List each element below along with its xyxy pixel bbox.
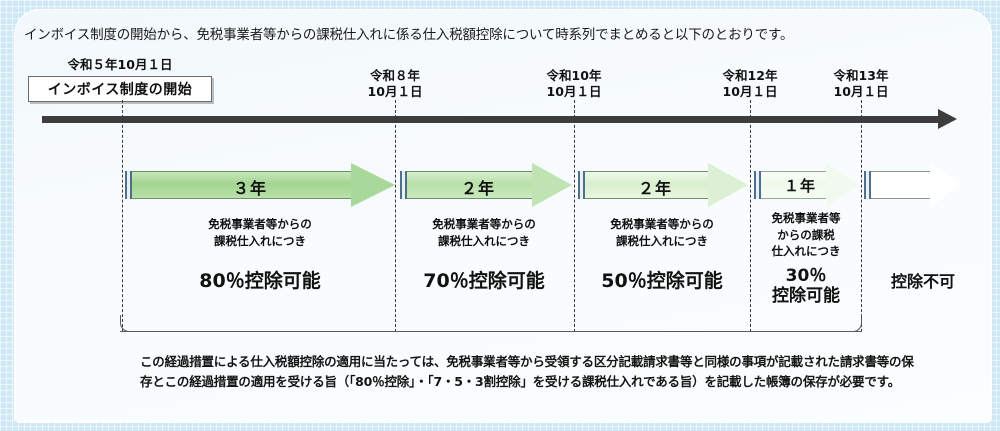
- segment-rate-1: 80％控除可能: [160, 270, 360, 293]
- milestone-day-2: 10月１日: [546, 83, 602, 99]
- segment-arrow-body-2: [400, 171, 534, 199]
- segment-arrow-4: １年: [754, 163, 860, 207]
- milestone-label-3: 令和12年 10月１日: [707, 68, 793, 99]
- guide-line-3: [750, 100, 751, 332]
- segment-arrow-tail-3: [578, 171, 585, 199]
- transition-period-bracket: [120, 306, 862, 332]
- segment-arrow-3: ２年: [578, 163, 748, 207]
- segment-desc-2: 免税事業者等からの 課税仕入れにつき: [396, 216, 572, 249]
- start-date-label: 令和５年10月１日: [67, 57, 173, 72]
- segment-rate-3: 50％控除可能: [574, 270, 750, 293]
- guide-line-start: [122, 100, 123, 332]
- segment-desc-1: 免税事業者等からの 課税仕入れにつき: [160, 216, 360, 249]
- segment-arrow-body-4: [754, 171, 828, 199]
- milestone-year-2: 令和10年: [546, 68, 602, 83]
- start-marker-box: インボイス制度の開始: [28, 76, 212, 102]
- guide-line-2: [574, 100, 575, 332]
- milestone-year-4: 令和13年: [833, 68, 889, 83]
- segment-arrow-tail-4: [754, 171, 761, 199]
- segment-desc-2-line1: 免税事業者等からの: [432, 217, 536, 231]
- milestone-year-3: 令和12年: [722, 68, 778, 83]
- milestone-label-4: 令和13年 10月１日: [818, 68, 904, 99]
- segment-arrow-tip-1: [351, 163, 395, 207]
- segment-arrow-tip-4: [826, 163, 858, 207]
- segment-rate-5: 控除不可: [864, 272, 982, 291]
- segment-desc-4-line3: 仕入れにつき: [771, 244, 841, 259]
- bracket-left-corner: [120, 315, 135, 332]
- segment-desc-1-line2: 課税仕入れにつき: [214, 233, 306, 248]
- milestone-day-1: 10月１日: [367, 83, 423, 99]
- segment-rate-3-line1: 50％控除可能: [601, 270, 723, 292]
- segment-rate-1-line1: 80％控除可能: [199, 270, 321, 292]
- segment-rate-5-line1: 控除不可: [890, 272, 955, 291]
- intro-text: インボイス制度の開始から、免税事業者等からの課税仕入れに係る仕入税額控除について…: [24, 27, 794, 43]
- milestone-day-4: 10月１日: [833, 83, 889, 99]
- segment-rate-4-line2: 控除可能: [772, 286, 840, 307]
- guide-line-4: [861, 100, 862, 332]
- timeline-axis: [42, 116, 942, 123]
- footnote-text: この経過措置による仕入税額控除の適用に当たっては、免税事業者等から受領する区分記…: [140, 352, 970, 393]
- segment-rate-2-line1: 70％控除可能: [423, 270, 545, 292]
- segment-arrow-body-5: [864, 171, 932, 199]
- bracket-line: [120, 331, 862, 332]
- milestone-year-1: 令和８年: [369, 68, 420, 83]
- segment-duration-1: ３年: [232, 179, 267, 198]
- segment-arrow-2: ２年: [400, 163, 572, 207]
- segment-rate-4: 30％ 控除可能: [752, 266, 860, 307]
- segment-arrow-1: ３年: [125, 163, 397, 207]
- milestone-day-3: 10月１日: [722, 83, 778, 99]
- segment-desc-3-line1: 免税事業者等からの: [610, 217, 714, 231]
- segment-desc-4: 免税事業者等 からの課税 仕入れにつき: [752, 210, 860, 260]
- footnote-line-1: この経過措置による仕入税額控除の適用に当たっては、免税事業者等から受領する区分記…: [140, 354, 914, 369]
- segment-duration-2: ２年: [460, 179, 495, 198]
- segment-desc-3: 免税事業者等からの 課税仕入れにつき: [574, 216, 750, 249]
- segment-desc-1-line1: 免税事業者等からの: [208, 217, 312, 231]
- segment-arrow-tail-1: [125, 171, 132, 199]
- segment-rate-4-line1: 30％: [785, 266, 827, 286]
- segment-desc-3-line2: 課税仕入れにつき: [616, 233, 708, 248]
- milestone-label-1: 令和８年 10月１日: [352, 68, 438, 99]
- segment-desc-4-line1: 免税事業者等: [771, 211, 841, 225]
- segment-arrow-tip-3: [708, 163, 748, 207]
- bracket-right-corner: [847, 315, 862, 332]
- segment-arrow-tip-2: [532, 163, 572, 207]
- segment-rate-2: 70％控除可能: [396, 270, 572, 293]
- guide-line-1: [395, 100, 396, 332]
- segment-duration-3: ２年: [637, 179, 672, 198]
- timeline-arrowhead-icon: [938, 109, 957, 129]
- segment-duration-4: １年: [783, 177, 816, 195]
- milestone-label-2: 令和10年 10月１日: [531, 68, 617, 99]
- footnote-line-2: 存とこの経過措置の適用を受ける旨（「80％控除」・「7・5・3割控除」を受ける課…: [140, 374, 900, 390]
- segment-arrow-tail-5: [864, 171, 871, 199]
- segment-arrow-5: [864, 163, 970, 207]
- segment-desc-4-line2: からの課税: [777, 227, 835, 242]
- segment-arrow-tail-2: [400, 171, 407, 199]
- segment-arrow-body-1: [125, 171, 353, 199]
- segment-desc-2-line2: 課税仕入れにつき: [438, 233, 530, 248]
- segment-arrow-tip-5: [930, 163, 962, 207]
